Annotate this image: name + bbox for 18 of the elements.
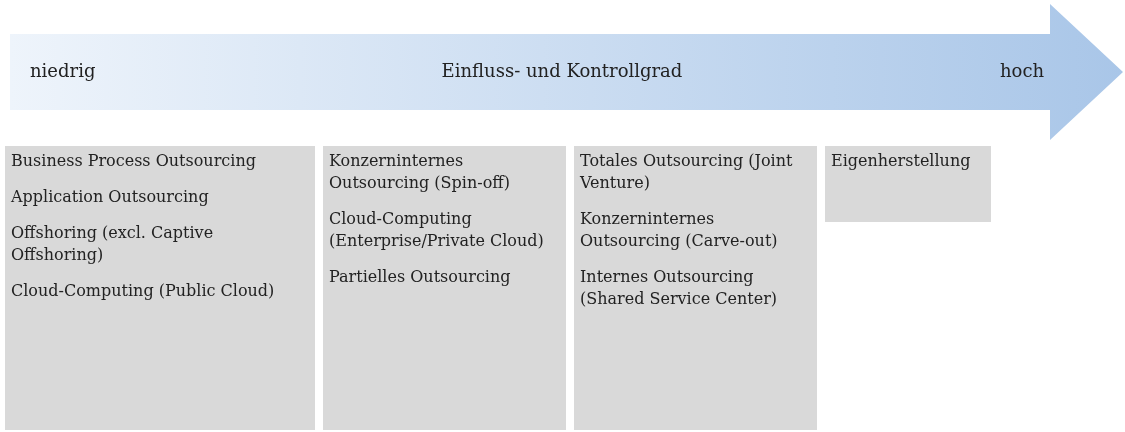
- category-item: Partielles Outsourcing: [329, 266, 512, 288]
- axis-title: Einfluss- und Kontrollgrad: [441, 60, 683, 81]
- category-panel: [323, 146, 566, 430]
- category-panel: [825, 146, 991, 222]
- category-item: Internes Outsourcing (Shared Service Center): [580, 266, 779, 310]
- category-item: Cloud-Computing (Public Cloud): [11, 280, 276, 302]
- category-panel: [5, 146, 315, 430]
- category-item: Konzerninternes Outsourcing (Spin-off): [329, 150, 511, 194]
- category-item: Business Process Outsourcing: [11, 150, 257, 172]
- category-item: Cloud-Computing (Enterprise/Private Cloud): [329, 208, 545, 252]
- category-item: Application Outsourcing: [11, 186, 210, 208]
- category-item: Konzerninternes Outsourcing (Carve-out): [580, 208, 779, 252]
- category-panel: [574, 146, 817, 430]
- category-item: Totales Outsourcing (Joint Venture): [580, 150, 794, 194]
- scale-end-label: niedrig: [30, 60, 96, 81]
- scale-end-label: hoch: [1000, 60, 1045, 81]
- category-item: Offshoring (excl. Captive Offshoring): [11, 222, 215, 266]
- category-item: Eigenherstellung: [831, 150, 972, 172]
